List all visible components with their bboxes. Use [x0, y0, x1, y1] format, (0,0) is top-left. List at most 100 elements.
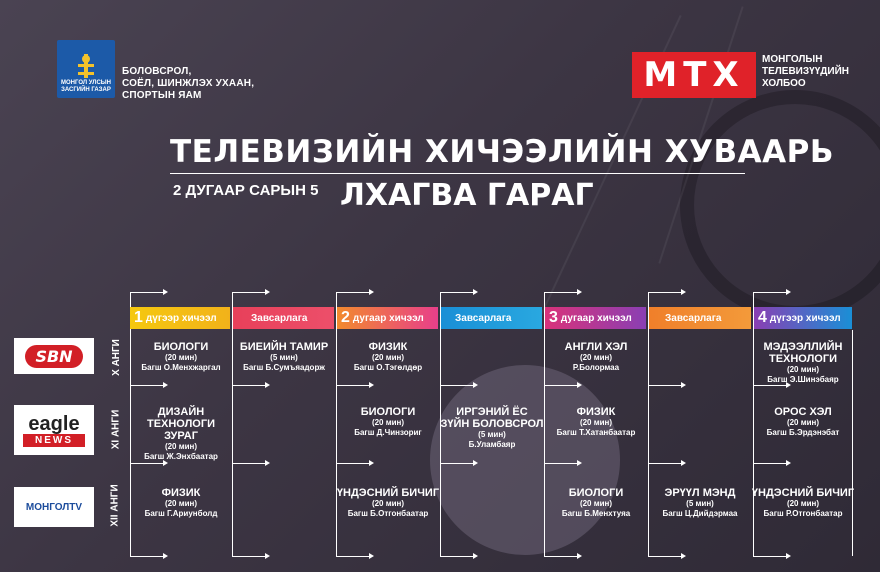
row-arrow: [130, 460, 168, 466]
column-divider: [232, 292, 233, 556]
background-ring: [680, 90, 880, 320]
schedule-cell: ФИЗИК(20 мин)Багш О.Тэгөлдөр: [336, 341, 440, 373]
column-divider: [852, 330, 853, 556]
row-arrow: [336, 289, 374, 295]
schedule-cell: ИРГЭНИЙ ЁС ЗҮЙН БОЛОВСРОЛ(5 мин)Б.Уламба…: [440, 406, 544, 450]
mtx-association-name: МОНГОЛЫН ТЕЛЕВИЗҮҮДИЙН ХОЛБОО: [762, 54, 849, 89]
column-header-lesson-2: 2 дугаар хичээл: [337, 307, 438, 329]
row-arrow: [544, 553, 582, 559]
row-arrow: [753, 382, 791, 388]
subject-name: БИОЛОГИ: [568, 487, 624, 499]
lesson-duration: (20 мин): [164, 442, 198, 451]
ministry-name: БОЛОВСРОЛ, СОЁЛ, ШИНЖЛЭХ УХААН, СПОРТЫН …: [122, 66, 255, 101]
mongol-tv-wordmark: МОНГОЛTV: [25, 501, 83, 513]
lesson-duration: (20 мин): [371, 353, 405, 362]
news-wordmark: NEWS: [23, 433, 85, 447]
column-header-label: Завсарлага: [455, 312, 512, 324]
row-arrow: [544, 460, 582, 466]
subject-name: ЭРҮҮЛ МЭНД: [664, 487, 736, 499]
teacher-name: Багш Ж.Энхбаатар: [144, 452, 218, 461]
row-arrow: [440, 553, 478, 559]
row-arrow: [544, 382, 582, 388]
schedule-cell: ҮНДЭСНИЙ БИЧИГ(20 мин)Багш Р.Отгонбаатар: [751, 487, 855, 519]
row-arrow: [130, 289, 168, 295]
schedule-cell: ФИЗИК(20 мин)Багш Г.Ариунболд: [129, 487, 233, 519]
schedule-cell: ДИЗАЙН ТЕХНОЛОГИ ЗУРАГ(20 мин)Багш Ж.Энх…: [129, 406, 233, 462]
column-header-lesson-3: 3 дугаар хичээл: [545, 307, 646, 329]
row-arrow: [232, 289, 270, 295]
lesson-duration: (5 мин): [478, 430, 506, 439]
lesson-duration: (20 мин): [786, 499, 820, 508]
schedule-cell: АНГЛИ ХЭЛ(20 мин)Р.Болормаа: [544, 341, 648, 373]
lesson-duration: (20 мин): [579, 353, 613, 362]
row-arrow: [336, 382, 374, 388]
teacher-name: Багш Т.Хатанбаатар: [556, 428, 636, 437]
row-arrow: [440, 289, 478, 295]
lesson-duration: (20 мин): [371, 418, 405, 427]
column-header-label: дугаар хичээл: [560, 312, 632, 324]
subject-name: ОРОС ХЭЛ: [774, 406, 832, 418]
lesson-number: 1: [134, 309, 143, 326]
emblem-caption: МОНГОЛ УЛСЫН ЗАСГИЙН ГАЗАР: [61, 80, 111, 93]
row-arrow: [753, 289, 791, 295]
schedule-cell: МЭДЭЭЛЛИЙН ТЕХНОЛОГИ(20 мин)Багш Э.Шинэб…: [751, 341, 855, 385]
teacher-name: Багш Ц.Дийдэрмаа: [662, 509, 738, 518]
schedule-cell: ҮНДЭСНИЙ БИЧИГ(20 мин)Багш Б.Отгонбаатар: [336, 487, 440, 519]
teacher-name: Багш О.Тэгөлдөр: [353, 363, 423, 372]
lesson-duration: (5 мин): [270, 353, 298, 362]
page-title: ТЕЛЕВИЗИЙН ХИЧЭЭЛИЙН ХУВААРЬ: [170, 134, 835, 170]
row-arrow: [648, 553, 686, 559]
column-divider: [648, 292, 649, 556]
schedule-cell: БИЕИЙН ТАМИР(5 мин)Багш Б.Сумъяадорж: [232, 341, 336, 373]
row-arrow: [336, 553, 374, 559]
column-divider: [440, 292, 441, 556]
channel-logo-sbn: SBN: [14, 338, 94, 374]
column-divider: [336, 292, 337, 556]
lesson-duration: (20 мин): [786, 365, 820, 374]
row-arrow: [440, 382, 478, 388]
eagle-wordmark: eagle: [28, 412, 80, 435]
column-divider: [753, 292, 754, 556]
column-header-label: дугаар хичээл: [352, 312, 424, 324]
lesson-number: 4: [758, 309, 767, 326]
teacher-name: Багш Д.Чинзориг: [354, 428, 422, 437]
lesson-duration: (20 мин): [164, 499, 198, 508]
row-arrow: [544, 289, 582, 295]
grade-label-10: X АНГИ: [110, 339, 122, 376]
subject-name: ИРГЭНИЙ ЁС ЗҮЙН БОЛОВСРОЛ: [440, 406, 544, 430]
teacher-name: Багш Г.Ариунболд: [144, 509, 218, 518]
column-header-break-3: Завсарлага: [649, 307, 751, 329]
row-arrow: [130, 382, 168, 388]
subject-name: ҮНДЭСНИЙ БИЧИГ: [336, 487, 440, 499]
teacher-name: Багш Э.Шинэбаяр: [767, 375, 839, 384]
row-arrow: [130, 553, 168, 559]
teacher-name: Багш О.Менхжаргал: [141, 363, 221, 372]
schedule-cell: БИОЛОГИ(20 мин)Багш О.Менхжаргал: [129, 341, 233, 373]
schedule-cell: БИОЛОГИ(20 мин)Багш Д.Чинзориг: [336, 406, 440, 438]
lesson-duration: (20 мин): [786, 418, 820, 427]
lesson-number: 2: [341, 309, 350, 326]
grade-label-12: XII АНГИ: [109, 484, 121, 527]
schedule-weekday: ЛХАГВА ГАРАГ: [340, 178, 594, 213]
column-header-lesson-4: 4 дүгээр хичээл: [754, 307, 852, 329]
column-header-lesson-1: 1 дүгээр хичээл: [130, 307, 230, 329]
row-arrow: [648, 460, 686, 466]
row-arrow: [440, 460, 478, 466]
grade-label-11: XI АНГИ: [110, 409, 122, 450]
column-divider: [130, 292, 131, 556]
subject-name: ҮНДЭСНИЙ БИЧИГ: [751, 487, 855, 499]
channel-logo-eagle-news: eagle NEWS: [14, 405, 94, 455]
schedule-cell: ФИЗИК(20 мин)Багш Т.Хатанбаатар: [544, 406, 648, 438]
column-header-label: дүгээр хичээл: [145, 312, 217, 324]
row-arrow: [232, 460, 270, 466]
subject-name: ФИЗИК: [368, 341, 408, 353]
row-arrow: [232, 382, 270, 388]
subject-name: БИОЛОГИ: [360, 406, 416, 418]
teacher-name: Багш Б.Эрдэнэбат: [766, 428, 840, 437]
teacher-name: Багш Б.Менхтуяа: [561, 509, 631, 518]
lesson-duration: (20 мин): [579, 499, 613, 508]
title-divider: [170, 173, 745, 174]
background-disc: [430, 365, 620, 555]
lesson-number: 3: [549, 309, 558, 326]
mtx-logo: МТХ: [632, 52, 756, 98]
